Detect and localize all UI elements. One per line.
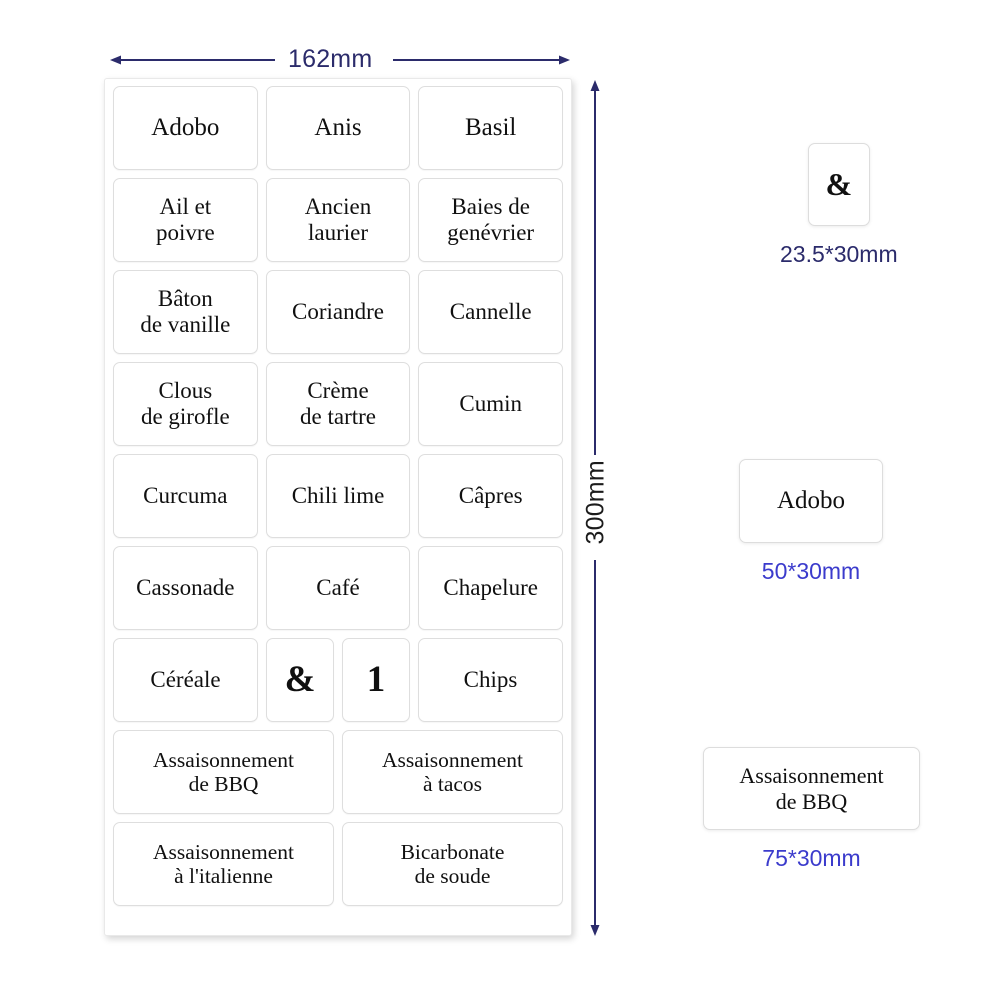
label-cell-text: Anis — [314, 113, 362, 141]
width-arrow-svg — [110, 55, 570, 65]
label-sheet-row: Curcuma Chili lime Câpres — [113, 454, 564, 538]
sample-label[interactable]: & — [807, 143, 870, 226]
label-cell[interactable]: Cumin — [418, 362, 564, 446]
width-dimension-label: 162mm — [288, 45, 373, 73]
label-cell[interactable]: Chapelure — [418, 546, 564, 630]
sample-label[interactable]: Adobo — [739, 459, 883, 543]
label-cell-text: Céréale — [150, 666, 221, 692]
label-cell-text: Basil — [464, 113, 517, 141]
label-cell-text: Café — [316, 574, 360, 600]
sample-label-group: & 23.5*30mm — [780, 143, 898, 268]
sample-size-label: 50*30mm — [761, 558, 861, 584]
label-cell[interactable]: Café — [265, 546, 411, 630]
label-cell[interactable]: Chips — [418, 638, 563, 722]
sample-label-text: & — [825, 166, 853, 203]
label-cell-text: Câpres — [458, 482, 523, 508]
label-cell[interactable]: Cannelle — [418, 270, 564, 354]
label-cell[interactable]: Cassonade — [113, 546, 258, 630]
label-sheet-row: Cassonade Café Chapelure — [113, 546, 564, 630]
label-cell[interactable]: Anis — [265, 86, 411, 170]
label-cell[interactable]: Basil — [418, 86, 564, 170]
label-cell-text: Chips — [463, 666, 518, 692]
label-cell-text: Cannelle — [449, 298, 532, 324]
label-cell[interactable]: Céréale — [113, 638, 258, 722]
label-sheet-row: Céréale & 1 Chips — [113, 638, 563, 722]
height-arrow-svg — [590, 80, 600, 936]
sample-size-label: 23.5*30mm — [780, 241, 898, 267]
label-cell[interactable]: Coriandre — [265, 270, 411, 354]
label-cell[interactable]: Chili lime — [265, 454, 411, 538]
height-dimension-arrow — [589, 80, 601, 936]
label-cell[interactable]: & — [266, 638, 334, 722]
label-cell-text: Chili lime — [291, 482, 385, 508]
label-cell-text: Chapelure — [443, 574, 538, 600]
sample-label-text: Adobo — [776, 486, 846, 514]
label-cell-text: Cassonade — [136, 574, 235, 600]
label-cell[interactable]: Curcuma — [113, 454, 258, 538]
label-cell[interactable]: Câpres — [418, 454, 564, 538]
label-cell[interactable]: Adobo — [113, 86, 258, 170]
label-cell-text: & — [284, 658, 316, 700]
label-cell-text: 1 — [366, 658, 386, 700]
label-cell-text: Coriandre — [292, 298, 384, 324]
sample-size-label: 75*30mm — [762, 845, 861, 871]
sample-label-group: Adobo 50*30mm — [739, 459, 883, 585]
label-cell-text: Cumin — [459, 390, 522, 416]
label-cell-text: Curcuma — [143, 482, 228, 508]
label-cell-text: Adobo — [151, 113, 220, 141]
label-sheet-row: Adobo Anis Basil — [113, 86, 564, 170]
height-dimension-label: 300mm — [581, 460, 610, 545]
label-cell[interactable]: 1 — [342, 638, 410, 722]
width-dimension-arrow — [110, 53, 570, 65]
